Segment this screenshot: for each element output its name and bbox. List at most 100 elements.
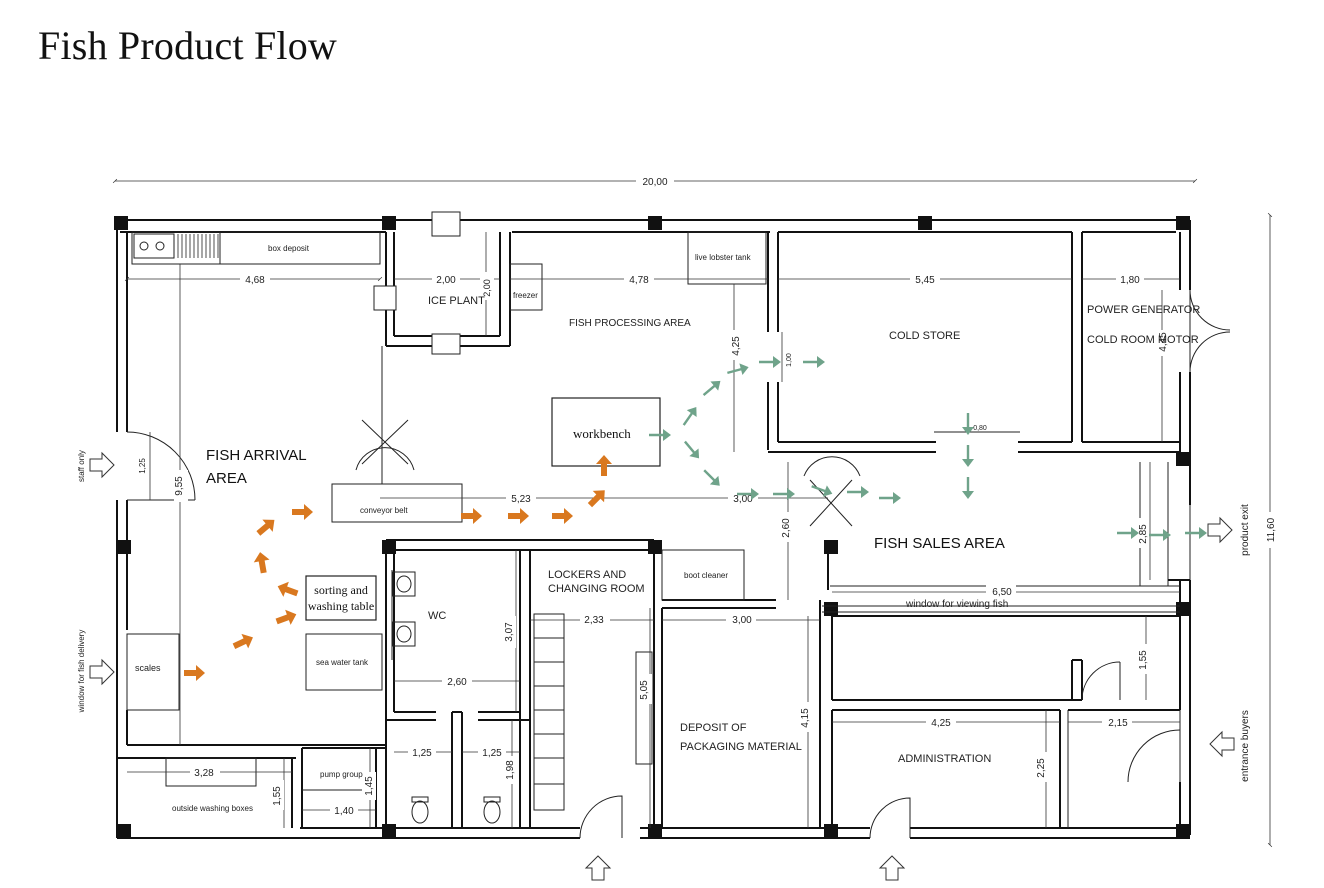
dimension-total-width: 20,00 bbox=[112, 174, 1198, 188]
label-box-deposit: box deposit bbox=[268, 244, 310, 253]
bottom-entry-arrow-icon bbox=[585, 855, 611, 881]
fixture-labels: box deposit freezer live lobster tank wo… bbox=[135, 244, 1008, 813]
svg-text:3,00: 3,00 bbox=[732, 615, 752, 626]
area-ice-plant: ICE PLANT bbox=[428, 295, 485, 307]
area-fish-processing: FISH PROCESSING AREA bbox=[569, 318, 691, 329]
svg-text:4,25: 4,25 bbox=[931, 718, 951, 729]
area-power-generator: POWER GENERATOR bbox=[1087, 304, 1200, 316]
svg-text:1,98: 1,98 bbox=[505, 760, 516, 780]
label-boot-cleaner: boot cleaner bbox=[684, 571, 728, 580]
svg-text:2,33: 2,33 bbox=[584, 615, 604, 626]
label-outside-washing-boxes: outside washing boxes bbox=[172, 804, 253, 813]
bottom-entry-arrow-2-icon bbox=[879, 855, 905, 881]
label-scales: scales bbox=[135, 663, 161, 673]
svg-text:3,00: 3,00 bbox=[733, 494, 753, 505]
svg-text:1,25: 1,25 bbox=[482, 748, 502, 759]
orange-flow-arrows bbox=[184, 455, 612, 681]
svg-text:1,55: 1,55 bbox=[1138, 650, 1149, 670]
label-live-lobster-tank: live lobster tank bbox=[695, 253, 752, 262]
svg-text:9,55: 9,55 bbox=[174, 476, 185, 496]
side-labels: staff only window for fish delivery prod… bbox=[77, 450, 1251, 881]
svg-text:11,60: 11,60 bbox=[1266, 517, 1277, 542]
label-pump-group: pump group bbox=[320, 770, 363, 779]
svg-text:20,00: 20,00 bbox=[642, 177, 667, 188]
svg-text:1,55: 1,55 bbox=[272, 786, 283, 806]
label-sorting-table: sorting and bbox=[314, 583, 368, 597]
label-workbench: workbench bbox=[573, 426, 631, 441]
svg-text:2,60: 2,60 bbox=[781, 518, 792, 538]
svg-text:4,78: 4,78 bbox=[629, 275, 649, 286]
flow-arrow-icon bbox=[552, 508, 573, 524]
label-window-viewing-fish: window for viewing fish bbox=[905, 599, 1008, 610]
area-deposit-2: PACKAGING MATERIAL bbox=[680, 741, 802, 753]
page-title: Fish Product Flow bbox=[38, 23, 338, 68]
svg-text:1,25: 1,25 bbox=[138, 458, 147, 474]
flow-arrow-icon bbox=[292, 504, 313, 520]
green-flow-arrows bbox=[649, 356, 1207, 541]
dimension-lines: 4,68 2,00 2,00 4,78 5,45 1,80 4,25 1,00 … bbox=[124, 232, 1180, 828]
svg-text:1,25: 1,25 bbox=[412, 748, 432, 759]
area-wc: WC bbox=[428, 610, 446, 622]
entrance-buyers-arrow-icon bbox=[1209, 731, 1235, 757]
flow-arrow-icon bbox=[508, 508, 529, 524]
area-fish-arrival-2: AREA bbox=[206, 470, 247, 487]
label-sorting-table-2: washing table bbox=[308, 599, 374, 613]
flow-arrow-icon bbox=[962, 445, 974, 467]
flow-arrow-icon bbox=[847, 486, 869, 498]
flow-arrow-icon bbox=[1185, 527, 1207, 539]
fish-delivery-arrow-icon bbox=[89, 659, 115, 685]
svg-text:2,00: 2,00 bbox=[436, 275, 456, 286]
svg-text:5,45: 5,45 bbox=[915, 275, 935, 286]
area-fish-sales: FISH SALES AREA bbox=[874, 535, 1005, 552]
svg-text:6,50: 6,50 bbox=[992, 587, 1012, 598]
area-fish-arrival: FISH ARRIVAL bbox=[206, 447, 307, 464]
area-cold-store: COLD STORE bbox=[889, 330, 960, 342]
label-conveyor-belt: conveyor belt bbox=[360, 506, 408, 515]
flow-arrow-icon bbox=[252, 550, 272, 575]
area-lockers: LOCKERS AND bbox=[548, 569, 626, 581]
svg-text:1,40: 1,40 bbox=[334, 806, 354, 817]
area-administration: ADMINISTRATION bbox=[898, 753, 991, 765]
flow-arrow-icon bbox=[274, 578, 301, 601]
area-deposit: DEPOSIT OF bbox=[680, 722, 747, 734]
flow-arrow-icon bbox=[230, 630, 257, 654]
product-exit-arrow-icon bbox=[1207, 517, 1233, 543]
svg-text:4,45: 4,45 bbox=[1158, 332, 1169, 352]
flow-arrow-icon bbox=[461, 508, 482, 524]
flow-arrow-icon bbox=[273, 606, 300, 629]
svg-text:2,25: 2,25 bbox=[1036, 758, 1047, 778]
label-staff-only: staff only bbox=[77, 450, 86, 482]
svg-text:4,68: 4,68 bbox=[245, 275, 265, 286]
label-entrance-buyers: entrance buyers bbox=[1240, 710, 1251, 782]
inner-walls bbox=[116, 211, 1231, 839]
svg-text:2,60: 2,60 bbox=[447, 677, 467, 688]
svg-text:2,00: 2,00 bbox=[482, 279, 492, 297]
flow-arrow-icon bbox=[184, 665, 205, 681]
dimension-total-height: 11,60 bbox=[1262, 212, 1278, 848]
svg-text:1,80: 1,80 bbox=[1120, 275, 1140, 286]
svg-text:3,28: 3,28 bbox=[194, 768, 214, 779]
flow-arrow-icon bbox=[759, 356, 781, 368]
flow-arrow-icon bbox=[803, 356, 825, 368]
svg-text:3,07: 3,07 bbox=[504, 622, 515, 642]
svg-text:4,25: 4,25 bbox=[731, 336, 742, 356]
flow-arrow-icon bbox=[879, 492, 901, 504]
flow-arrow-icon bbox=[962, 477, 974, 499]
flow-arrow-icon bbox=[680, 437, 704, 463]
label-window-fish-delivery: window for fish delivery bbox=[77, 630, 86, 714]
label-sea-water-tank: sea water tank bbox=[316, 658, 369, 667]
svg-text:2,15: 2,15 bbox=[1108, 718, 1128, 729]
area-lockers-2: CHANGING ROOM bbox=[548, 583, 645, 595]
room-labels: FISH ARRIVAL AREA FISH SALES AREA FISH P… bbox=[206, 295, 1200, 765]
area-cold-room-motor: COLD ROOM MOTOR bbox=[1087, 334, 1199, 346]
svg-text:1,00: 1,00 bbox=[786, 353, 793, 367]
svg-text:5,05: 5,05 bbox=[639, 680, 650, 700]
svg-text:0,80: 0,80 bbox=[973, 425, 987, 432]
label-freezer: freezer bbox=[513, 291, 538, 300]
flow-arrow-icon bbox=[725, 361, 751, 379]
svg-text:4,15: 4,15 bbox=[800, 708, 811, 728]
flow-arrow-icon bbox=[253, 513, 280, 540]
flow-arrow-icon bbox=[699, 376, 725, 400]
svg-text:1,45: 1,45 bbox=[364, 776, 375, 796]
